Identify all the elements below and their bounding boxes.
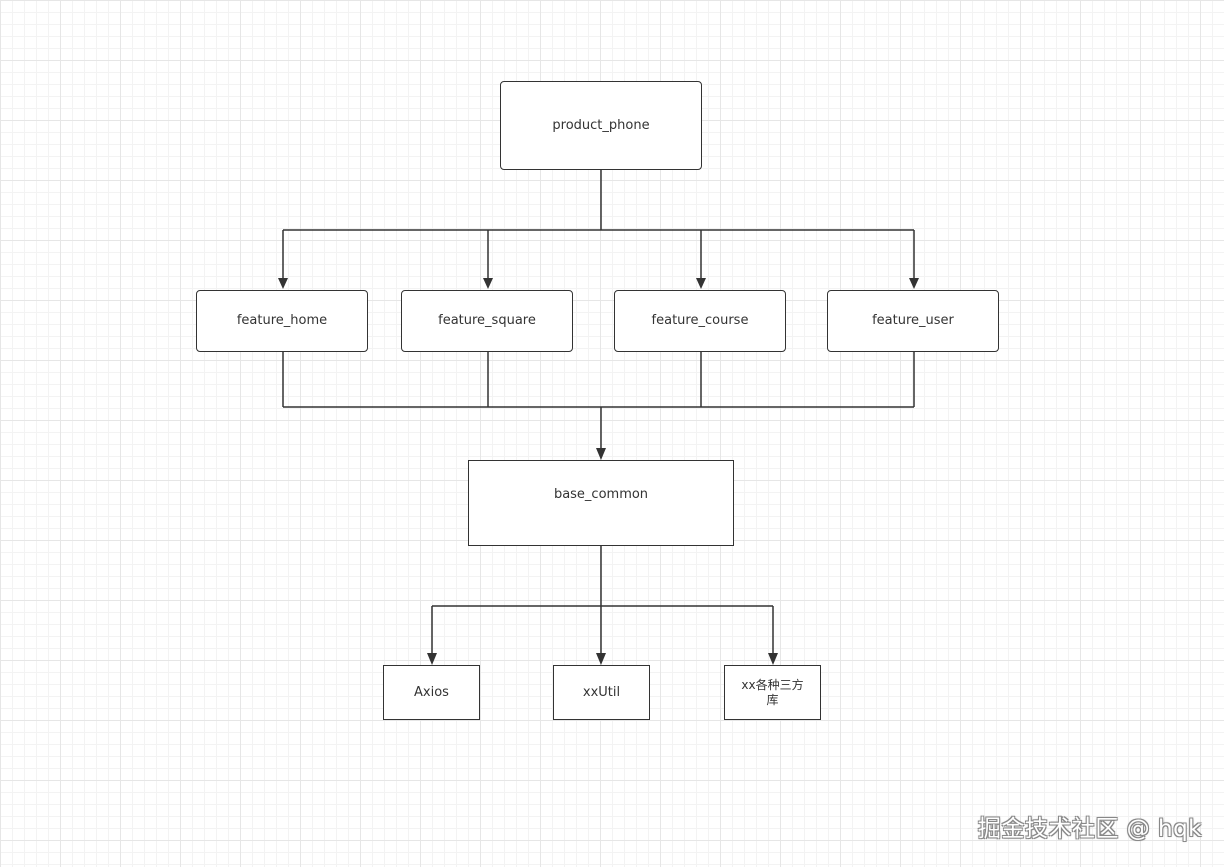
node-feature-square[interactable]: feature_square (401, 290, 573, 352)
arrowhead-third-party (768, 653, 778, 665)
node-label: Axios (414, 684, 449, 700)
arrowhead-feature-course (696, 278, 706, 289)
node-label: base_common (553, 487, 649, 502)
node-label: feature_course (651, 313, 749, 328)
watermark: 掘金技术社区 @ hqk (977, 816, 1202, 842)
node-label: feature_home (236, 313, 328, 328)
arrowhead-feature-home (278, 278, 288, 289)
node-label: xxUtil (582, 684, 621, 700)
node-feature-user[interactable]: feature_user (827, 290, 999, 352)
node-label: xx各种三方库 (741, 677, 804, 707)
node-axios[interactable]: Axios (383, 665, 480, 720)
node-xxutil[interactable]: xxUtil (553, 665, 650, 720)
arrowhead-xxutil (596, 653, 606, 665)
node-label: product_phone (552, 117, 650, 133)
node-feature-home[interactable]: feature_home (196, 290, 368, 352)
node-third-party[interactable]: xx各种三方库 (724, 665, 821, 720)
node-label: feature_square (438, 313, 536, 328)
node-label: feature_user (872, 313, 954, 328)
arrowhead-axios (427, 653, 437, 665)
arrowhead-base-common (596, 448, 606, 460)
node-feature-course[interactable]: feature_course (614, 290, 786, 352)
node-base-common[interactable]: base_common (468, 460, 734, 546)
arrowhead-feature-square (483, 278, 493, 289)
node-product-phone[interactable]: product_phone (500, 81, 702, 170)
arrowhead-feature-user (909, 278, 919, 289)
